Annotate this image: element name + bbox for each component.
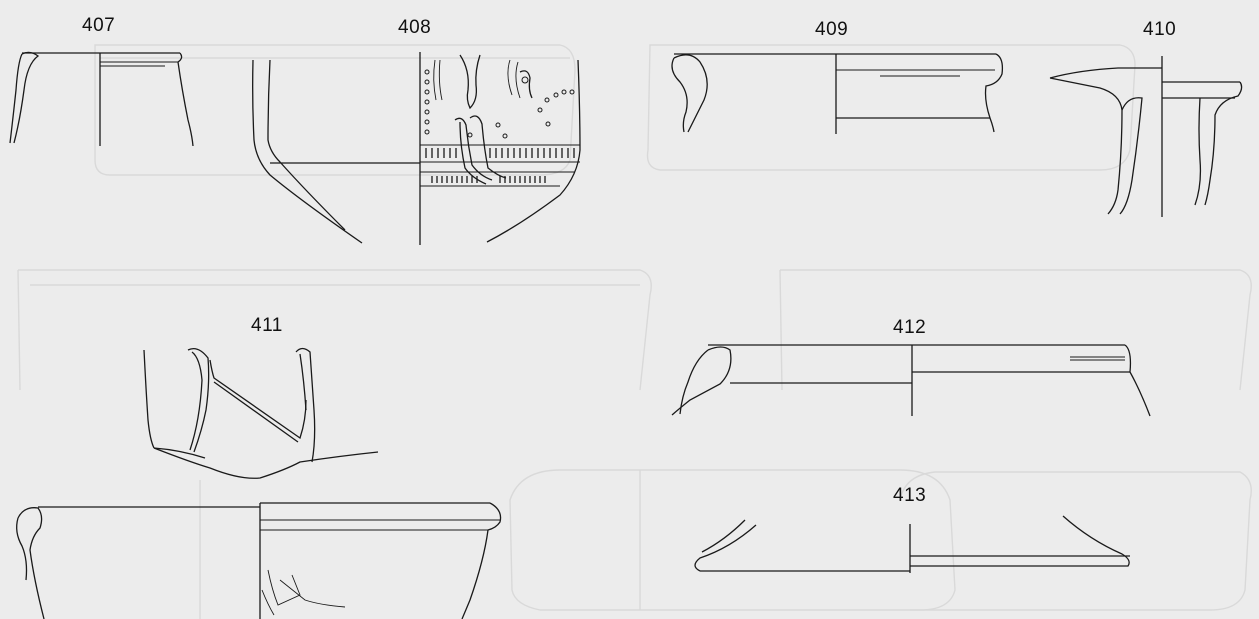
profile-412: [671, 344, 1151, 417]
profile-413: [694, 515, 1130, 573]
profile-410: [1049, 56, 1243, 217]
figure-label-408: 408: [398, 17, 432, 38]
figure-label-411: 411: [251, 315, 283, 336]
profile-bowl-lower: [16, 502, 502, 619]
profile-408: [252, 52, 581, 245]
figure-label-412: 412: [893, 317, 927, 338]
profile-407: [9, 51, 194, 147]
profile-411: [143, 347, 379, 479]
figure-label-409: 409: [815, 19, 849, 40]
figure-label-407: 407: [82, 15, 116, 36]
figure-label-410: 410: [1143, 19, 1177, 40]
figure-label-413: 413: [893, 485, 927, 506]
profile-409: [671, 53, 1004, 134]
